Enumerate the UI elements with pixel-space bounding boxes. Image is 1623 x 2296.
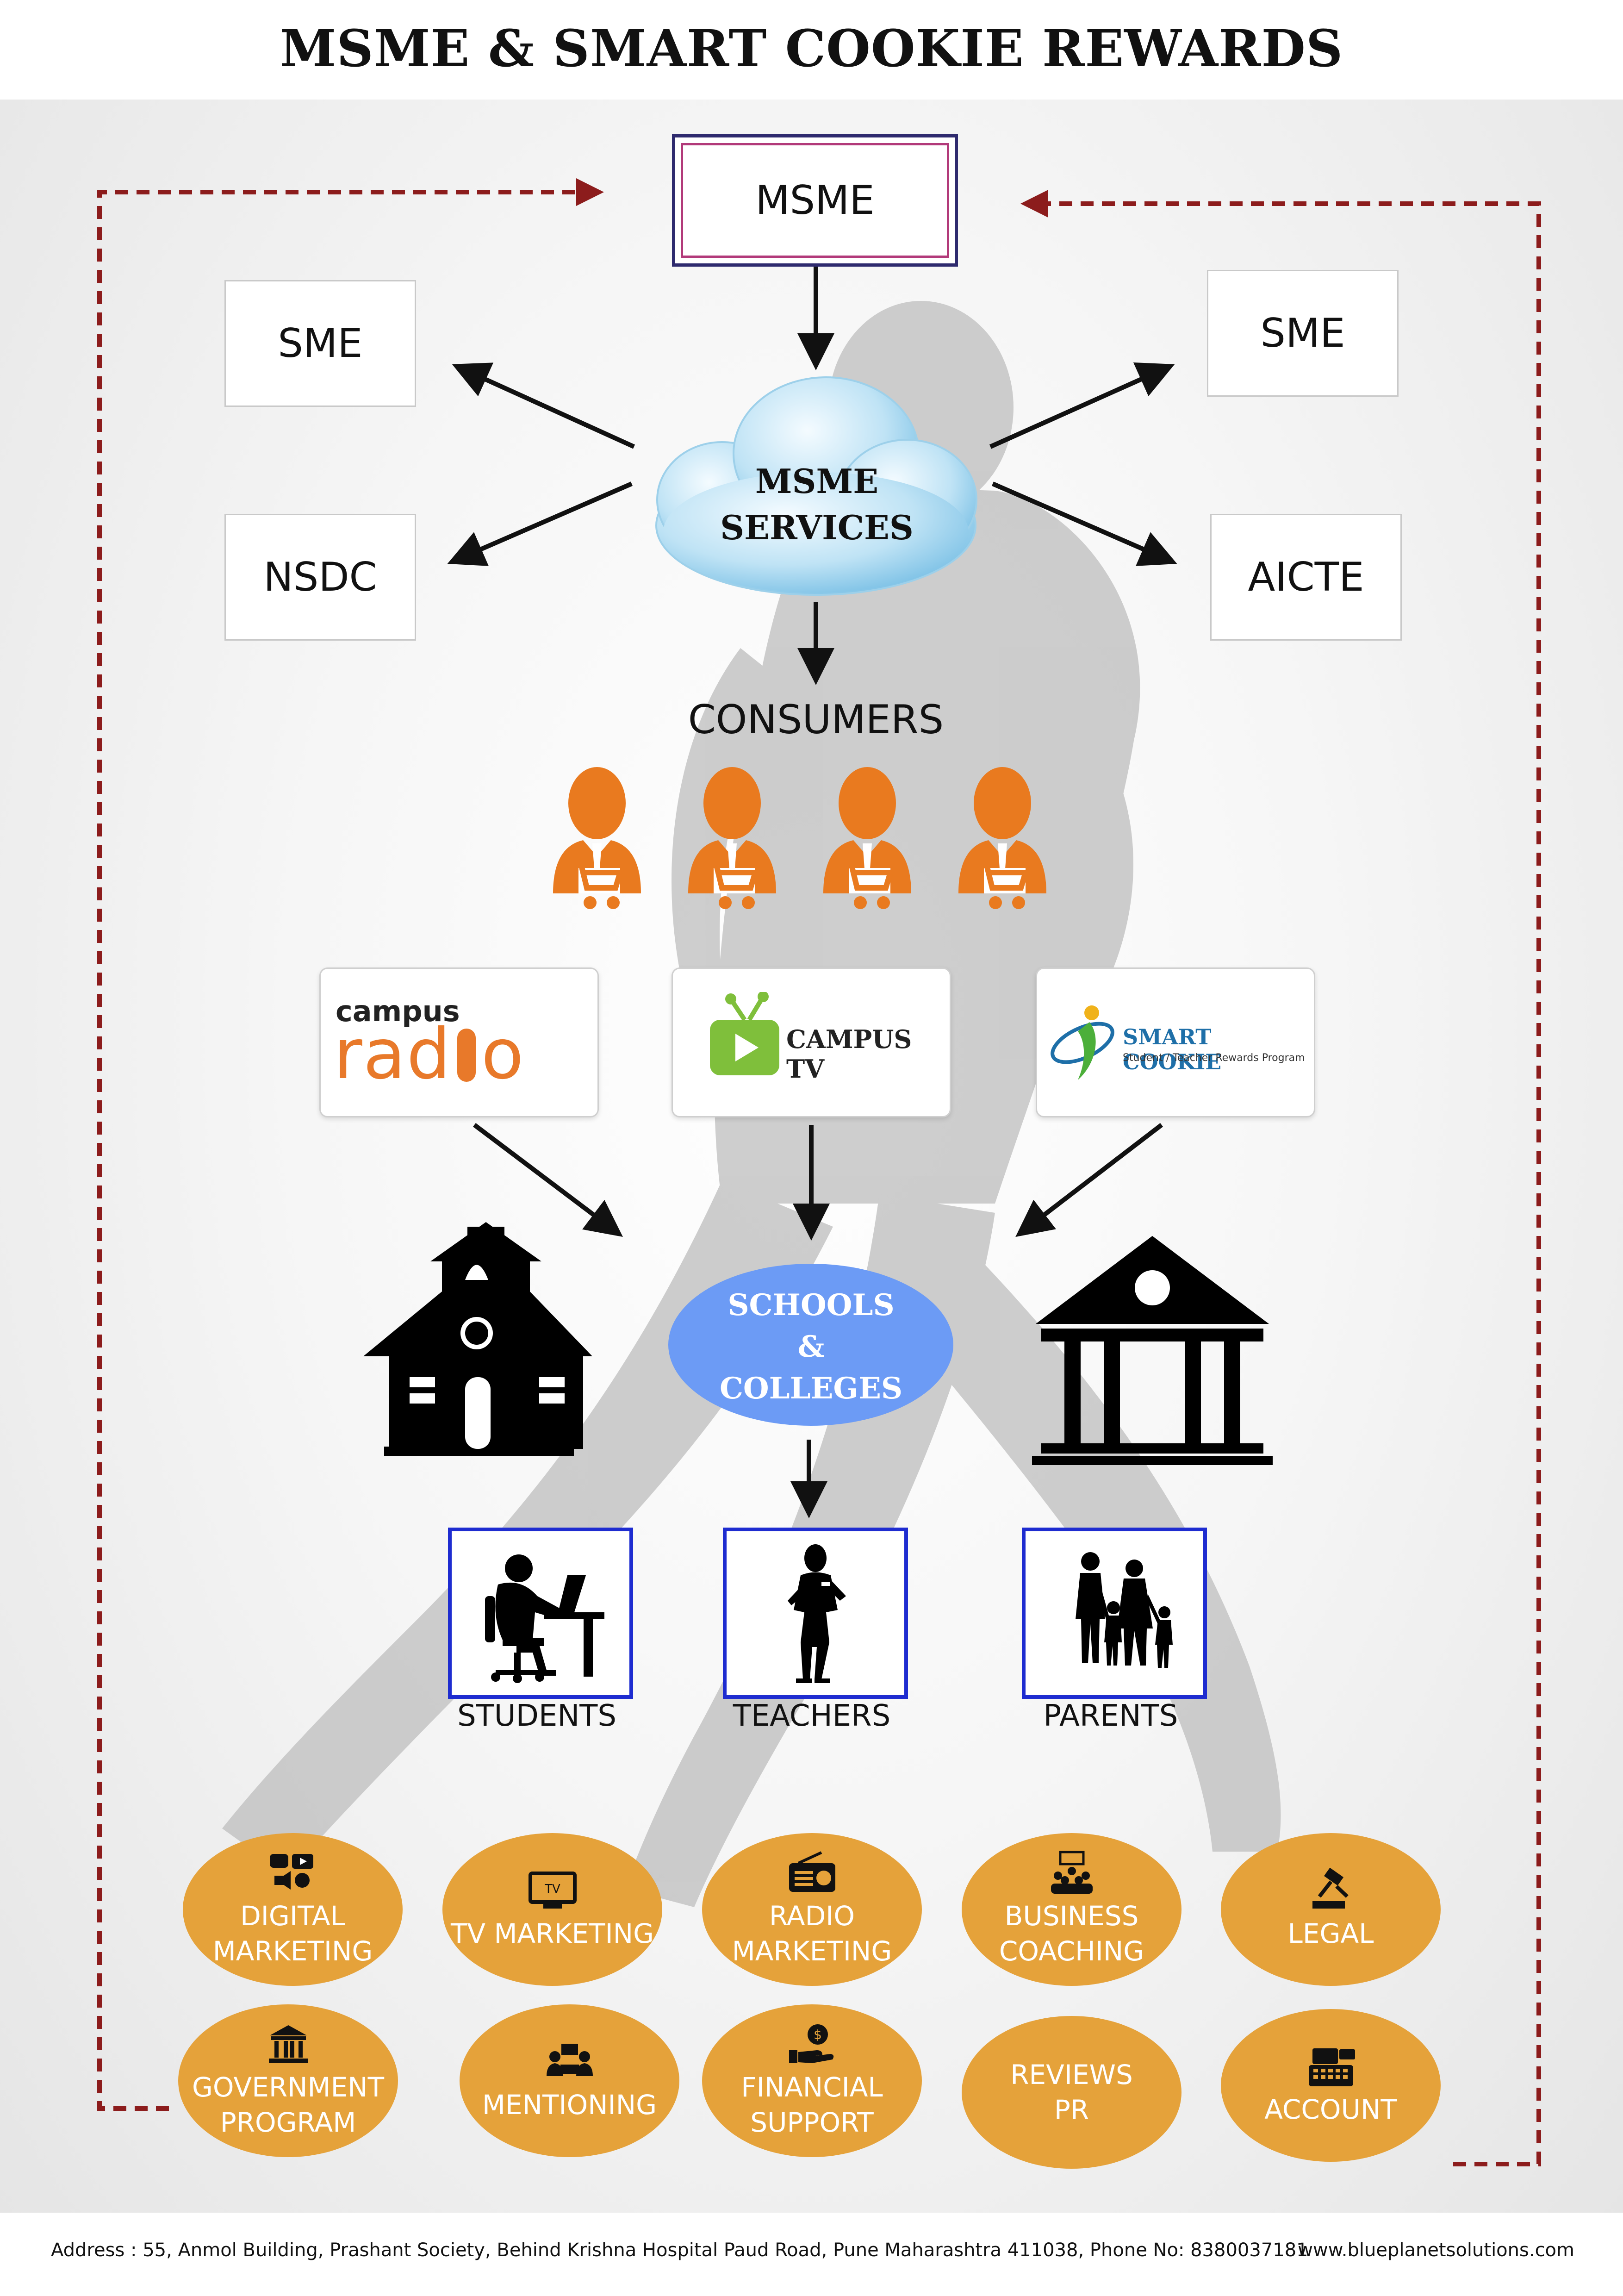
service-label-line: SUPPORT bbox=[750, 2107, 874, 2138]
student-at-desk-icon bbox=[485, 1554, 604, 1683]
service-business-coaching: BUSINESS COACHING bbox=[962, 1833, 1181, 1986]
social-media-icon bbox=[269, 1854, 313, 1890]
nsdc-box: NSDC bbox=[224, 514, 416, 641]
meeting-icon bbox=[546, 2044, 593, 2076]
svg-text:$: $ bbox=[814, 2027, 822, 2042]
arrow-radio-to-hub bbox=[473, 1123, 623, 1237]
service-account: ACCOUNT bbox=[1221, 2009, 1441, 2162]
title-band bbox=[0, 0, 1623, 100]
school-building-icon bbox=[363, 1222, 592, 1456]
service-label-line: PROGRAM bbox=[220, 2107, 356, 2138]
cloud-line-2: SERVICES bbox=[720, 508, 914, 547]
hub-line-3: COLLEGES bbox=[719, 1371, 903, 1406]
radio-icon bbox=[789, 1851, 835, 1892]
hub-line-1: SCHOOLS bbox=[728, 1288, 895, 1323]
service-tv-marketing: TV TV MARKETING bbox=[442, 1833, 662, 1986]
service-label-line: TV MARKETING bbox=[450, 1918, 654, 1949]
campus-tv-logo: CAMPUS TV bbox=[672, 967, 951, 1117]
campus-tv-label: CAMPUS TV bbox=[786, 1024, 912, 1084]
service-label-line: REVIEWS bbox=[1010, 2059, 1133, 2090]
students-box bbox=[448, 1528, 633, 1699]
smart-cookie-tagline: Student / Teacher Rewards Program bbox=[1123, 1052, 1305, 1064]
service-label-line: MENTIONING bbox=[482, 2089, 657, 2121]
feedback-loop-right bbox=[1020, 190, 1541, 2166]
bank-building-icon bbox=[1032, 1236, 1273, 1465]
service-label-line: RADIO MARKETING bbox=[732, 1900, 892, 1967]
service-label-line: DIGITAL bbox=[240, 1900, 345, 1932]
family-icon bbox=[1076, 1552, 1173, 1668]
service-label-line: ACCOUNT bbox=[1264, 2094, 1397, 2125]
consumers-icons bbox=[553, 764, 1101, 917]
aicte-box: AICTE bbox=[1210, 514, 1402, 641]
footer-website[interactable]: www.blueplanetsolutions.com bbox=[1298, 2240, 1574, 2261]
feedback-loop-left bbox=[97, 178, 604, 2111]
cloud-line-1: MSME bbox=[755, 462, 879, 501]
arrow-to-sme-right bbox=[989, 362, 1175, 449]
hub-line-2: & bbox=[797, 1329, 825, 1364]
service-radio-marketing: RADIO MARKETING bbox=[702, 1833, 922, 1986]
arrow-to-nsdc bbox=[447, 481, 633, 566]
microphone-icon bbox=[457, 1029, 476, 1082]
smart-cookie-logo: SMART COOKIE Student / Teacher Rewards P… bbox=[1036, 967, 1315, 1117]
tv-icon: TV bbox=[528, 1872, 577, 1909]
arrow-cookie-to-hub bbox=[1015, 1123, 1163, 1237]
msme-box: MSME bbox=[672, 134, 958, 267]
students-label: STUDENTS bbox=[457, 1699, 616, 1733]
sme-left-label: SME bbox=[278, 320, 363, 367]
teachers-label: TEACHERS bbox=[733, 1699, 891, 1733]
money-hand-icon: $ bbox=[789, 2024, 833, 2063]
campus-radio-small: campus bbox=[336, 994, 460, 1028]
schools-colleges-hub bbox=[668, 1264, 953, 1426]
footer-band bbox=[0, 2213, 1623, 2296]
footer-address: Address : 55, Anmol Building, Prashant S… bbox=[51, 2240, 1308, 2261]
cloud-label: MSME SERVICES bbox=[685, 458, 949, 551]
service-reviews-pr: REVIEWS PR bbox=[962, 2016, 1181, 2169]
service-digital-marketing: DIGITAL MARKETING bbox=[183, 1833, 403, 1986]
svg-text:TV: TV bbox=[544, 1882, 560, 1896]
consumers-label: CONSUMERS bbox=[688, 697, 944, 743]
parents-box bbox=[1022, 1528, 1207, 1699]
service-government-program: GOVERNMENT PROGRAM bbox=[178, 2004, 398, 2157]
campus-radio-big-pre: rad bbox=[334, 1014, 452, 1095]
services-cloud bbox=[655, 376, 977, 596]
smart-cookie-emblem-icon bbox=[1051, 1005, 1114, 1080]
msme-box-label: MSME bbox=[755, 177, 875, 224]
service-label-line: LEGAL bbox=[1287, 1918, 1374, 1949]
audience-icon bbox=[1051, 1851, 1093, 1894]
arrow-to-aicte bbox=[992, 481, 1177, 566]
pos-terminal-icon bbox=[1308, 2048, 1355, 2086]
service-financial-support: $ FINANCIAL SUPPORT bbox=[702, 2004, 922, 2157]
campus-radio-big-post: o bbox=[481, 1014, 525, 1095]
service-legal: LEGAL bbox=[1221, 1833, 1441, 1986]
tv-play-icon bbox=[710, 992, 779, 1075]
government-building-icon bbox=[268, 2025, 308, 2063]
service-mentioning: MENTIONING bbox=[460, 2004, 679, 2157]
parents-label: PARENTS bbox=[1043, 1699, 1178, 1733]
service-label-line: GOVERNMENT bbox=[192, 2071, 385, 2103]
nsdc-label: NSDC bbox=[263, 554, 377, 600]
sme-left-box: SME bbox=[224, 280, 416, 407]
sme-right-box: SME bbox=[1207, 270, 1399, 397]
service-label-line: MARKETING bbox=[212, 1935, 373, 1967]
service-label-line: PR bbox=[1054, 2094, 1089, 2126]
service-label-line: COACHING bbox=[999, 1935, 1144, 1967]
teachers-box bbox=[723, 1528, 908, 1699]
sme-right-label: SME bbox=[1260, 310, 1345, 356]
service-label-line: BUSINESS bbox=[1004, 1900, 1139, 1932]
hub-label: SCHOOLS & COLLEGES bbox=[694, 1285, 928, 1410]
page-title: MSME & SMART COOKIE REWARDS bbox=[280, 19, 1343, 78]
service-label-line: FINANCIAL bbox=[741, 2071, 883, 2103]
aicte-label: AICTE bbox=[1248, 554, 1364, 600]
teacher-icon bbox=[788, 1544, 846, 1683]
arrow-to-sme-left bbox=[452, 362, 635, 449]
smart-cookie-name: SMART COOKIE bbox=[1123, 1024, 1222, 1074]
gavel-icon bbox=[1312, 1868, 1349, 1909]
